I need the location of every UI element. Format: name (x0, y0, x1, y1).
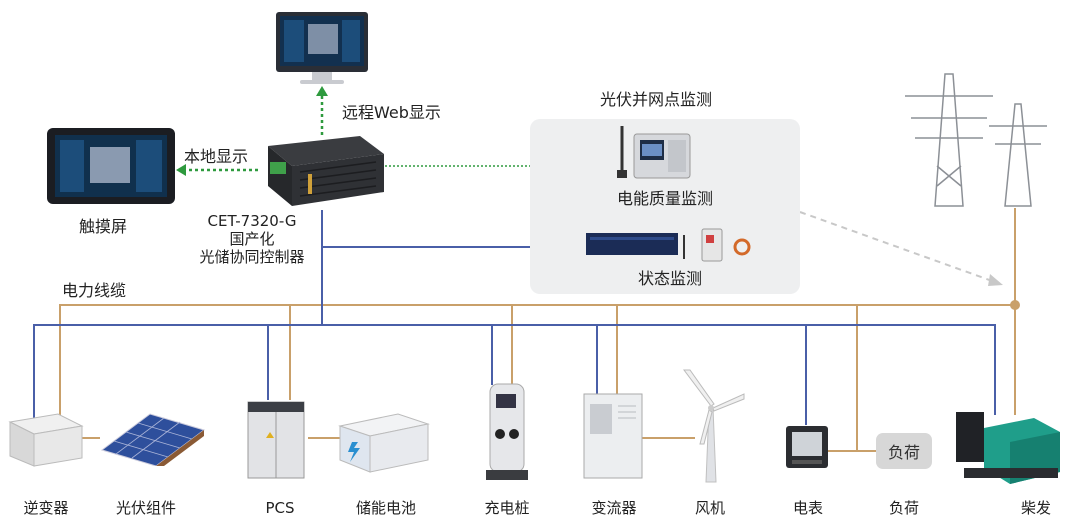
dashed-gray-to-grid (799, 211, 996, 283)
battery-icon[interactable] (338, 412, 430, 474)
device-label-pcs: PCS (265, 499, 295, 517)
comm-lines (33, 210, 996, 425)
power-quality-meter-icon[interactable] (612, 122, 696, 184)
pcs-cabinet-icon[interactable] (246, 398, 310, 480)
transmission-tower-icon (905, 73, 1047, 207)
device-label-wind: 风机 (694, 499, 726, 517)
converter-icon[interactable] (582, 392, 644, 480)
meter-icon[interactable] (784, 424, 830, 470)
power-drop-load (856, 305, 878, 452)
inverter-icon[interactable] (8, 412, 84, 468)
monitoring-title: 光伏并网点监测 (599, 90, 713, 109)
comm-bus (33, 324, 996, 420)
power-cable-label: 电力线缆 (62, 281, 127, 300)
device-label-meter: 电表 (792, 499, 824, 517)
diesel-generator-icon[interactable] (954, 408, 1064, 488)
grid-junction (1010, 300, 1020, 310)
load-box[interactable]: 负荷 (876, 433, 932, 469)
device-label-diesel: 柴发 (1020, 499, 1052, 517)
remote-monitor-icon[interactable] (272, 10, 372, 90)
controller-model: CET-7320-G (207, 212, 297, 230)
device-label-pv: 光伏组件 (115, 499, 177, 517)
device-label-battery: 储能电池 (355, 499, 417, 517)
arrow-left-icon (176, 164, 186, 176)
controller-label: CET-7320-G 国产化 光储协同控制器 (167, 212, 337, 266)
power-lines (59, 208, 1016, 452)
pv-panel-icon[interactable] (96, 410, 206, 466)
device-label-charger: 充电桩 (484, 499, 530, 517)
controller-icon[interactable] (256, 132, 388, 210)
device-label-load: 负荷 (888, 499, 920, 517)
power-bus (59, 304, 1015, 420)
network-lines (176, 86, 1003, 286)
device-label-converter: 变流器 (591, 499, 637, 517)
touchscreen-icon[interactable] (46, 127, 176, 205)
arrow-gray-icon (988, 274, 1003, 286)
local-display-label: 本地显示 (184, 147, 249, 166)
charger-icon[interactable] (482, 382, 532, 482)
remote-web-label: 远程Web显示 (342, 103, 441, 122)
wind-turbine-icon[interactable] (676, 368, 746, 484)
load-box-label: 负荷 (887, 443, 920, 462)
touchscreen-label: 触摸屏 (78, 217, 128, 236)
controller-line3: 光储协同控制器 (199, 248, 305, 266)
controller-line2: 国产化 (229, 230, 275, 248)
device-label-inverter: 逆变器 (23, 499, 69, 517)
arrow-up-icon (316, 86, 328, 96)
status-label: 状态监测 (637, 269, 703, 288)
power-quality-label: 电能质量监测 (616, 189, 714, 208)
status-monitor-icon[interactable] (584, 225, 754, 265)
